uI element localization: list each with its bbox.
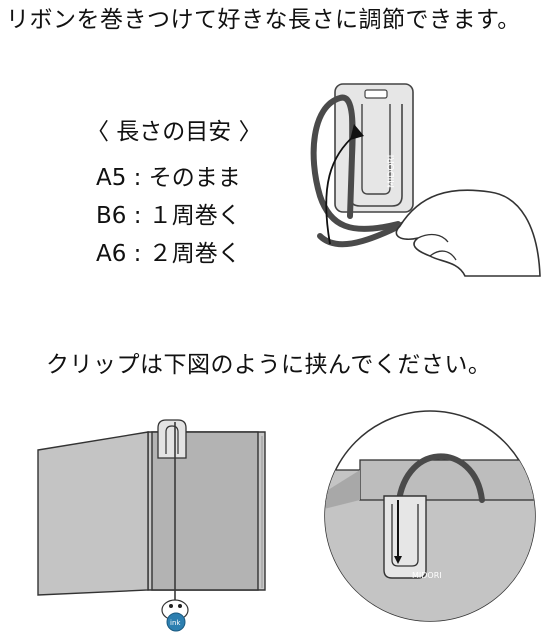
direction-arrow-icon — [325, 133, 357, 245]
guide-line-a6: A6 : ２周巻く — [96, 241, 241, 267]
mid-caption: クリップは下図のように挟んでください。 — [46, 352, 492, 378]
zoom-clip-brand-label: MIDORI — [412, 571, 442, 580]
zoom-ribbon-arc — [395, 453, 485, 515]
book-front-cover — [37, 431, 149, 596]
ribbon-loop — [310, 94, 401, 232]
guide-line-a5: A5 : そのまま — [96, 165, 241, 191]
zoom-clip-icon: MIDORI — [383, 495, 442, 580]
charm-label: ink — [170, 619, 181, 627]
top-caption: リボンを巻きつけて好きな長さに調節できます。 — [6, 7, 521, 33]
hand-icon — [395, 189, 541, 277]
book-open-page — [151, 431, 259, 591]
book-with-clip-illustration: ink — [37, 419, 266, 632]
guide-heading: 〈 長さの目安 〉 — [86, 119, 262, 145]
ribbon-charm-icon: ink — [161, 599, 189, 632]
guide-line-b6: B6 : １周巻く — [96, 203, 241, 229]
clip-detail-zoom: MIDORI — [324, 410, 536, 622]
ribbon-winding-illustration: MIDORI — [310, 83, 541, 277]
book-clip-icon — [157, 419, 187, 459]
clip-brand-label: MIDORI — [387, 155, 397, 188]
arrow-head-icon — [350, 124, 364, 140]
